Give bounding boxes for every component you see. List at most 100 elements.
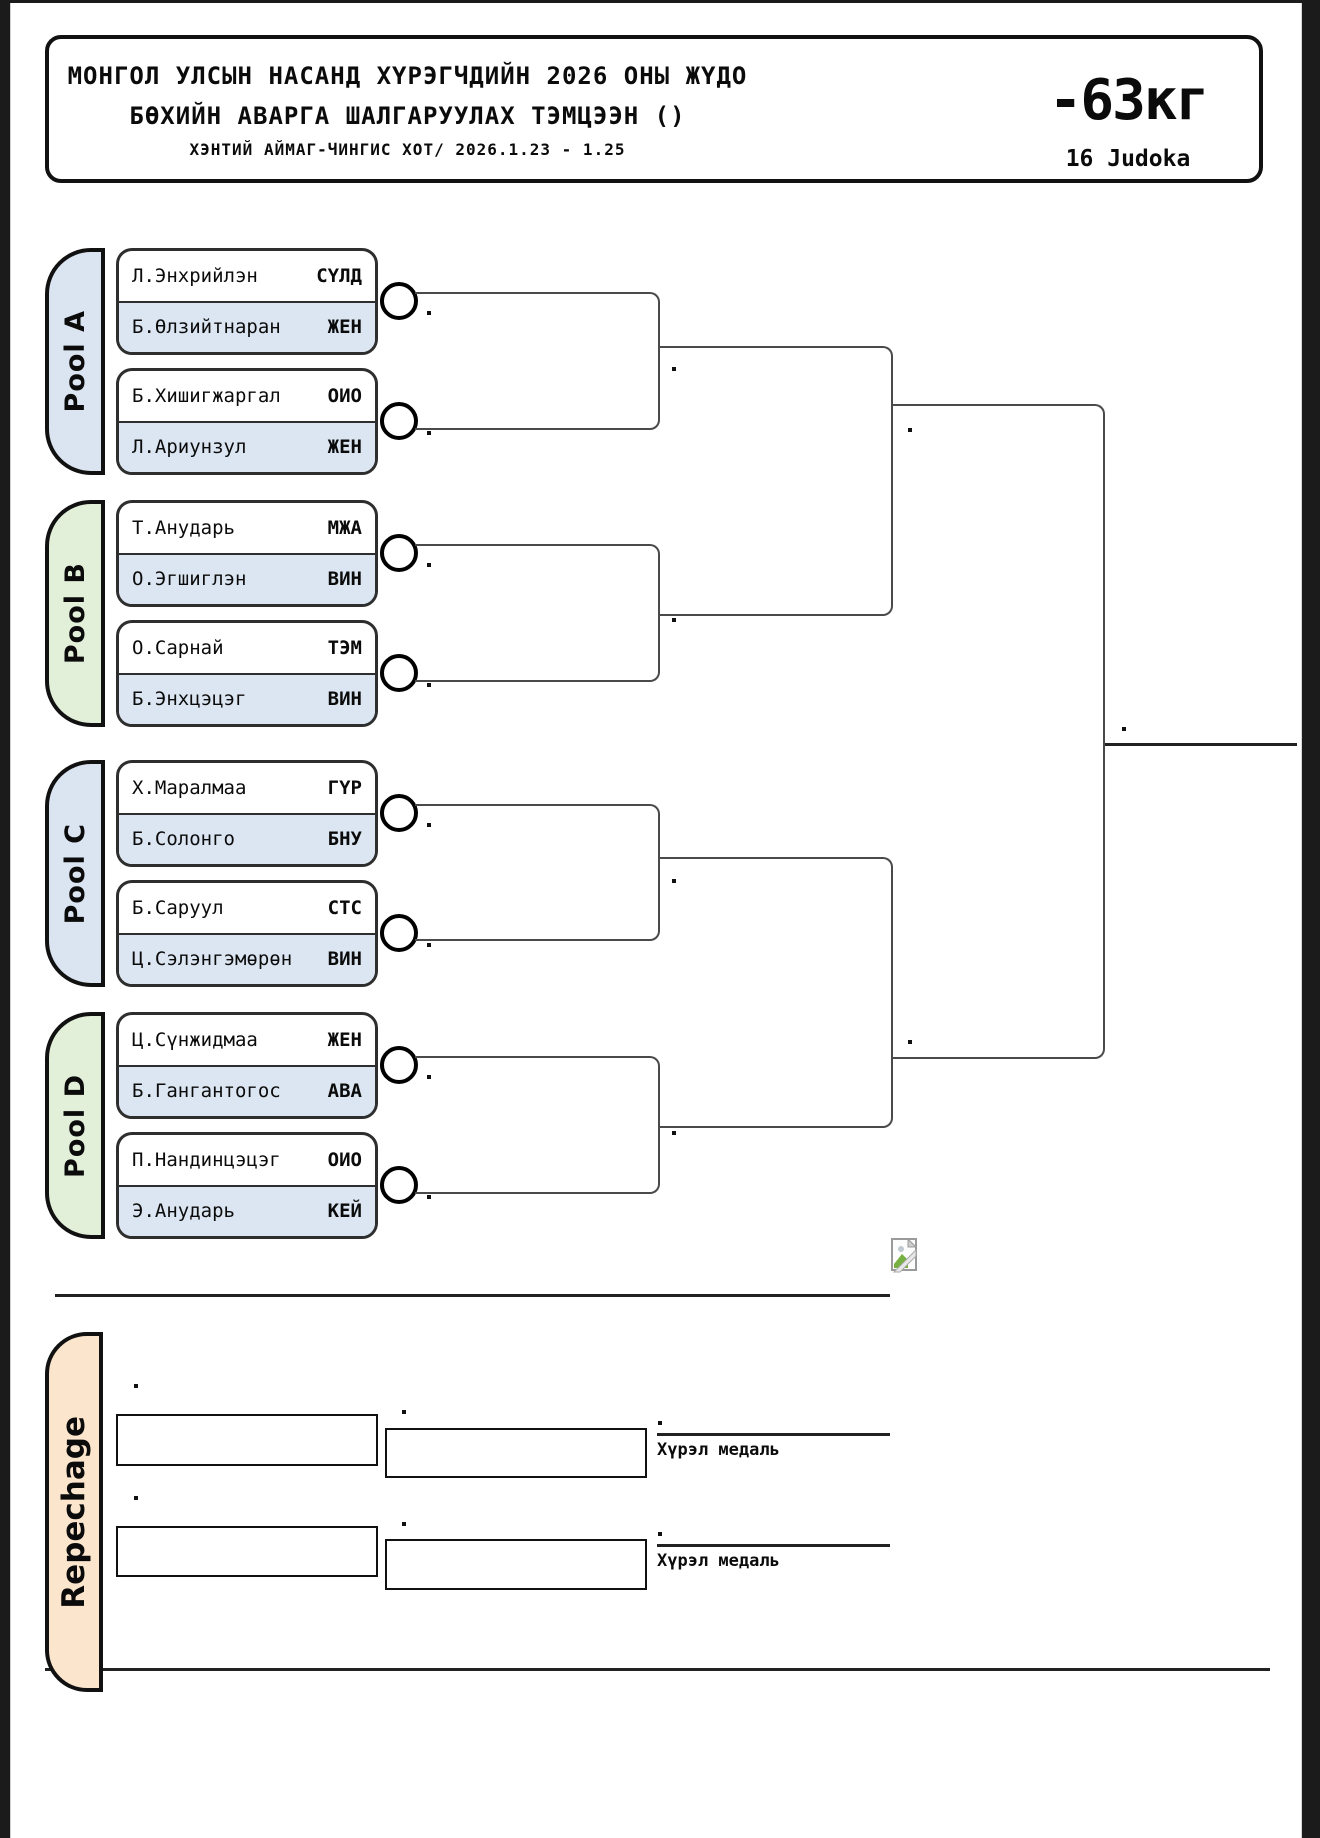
repechage-match-box-1 bbox=[116, 1414, 378, 1466]
athlete-club: ЖЕН bbox=[327, 436, 362, 459]
quarterfinal-connector bbox=[415, 804, 660, 941]
athlete-club: СҮЛД bbox=[316, 264, 362, 287]
placeholder-dot bbox=[658, 1532, 662, 1536]
placeholder-dot bbox=[402, 1410, 406, 1414]
bronze-match-box-2 bbox=[385, 1539, 647, 1590]
athlete-name: Л.Энхрийлэн bbox=[132, 264, 258, 287]
athlete-club: СТС bbox=[327, 896, 362, 919]
match-number-circle bbox=[380, 1046, 418, 1084]
section-divider-bottom bbox=[45, 1668, 1270, 1671]
match-number-circle bbox=[380, 1166, 418, 1204]
athlete-row: Б.Өлзийтнаран ЖЕН bbox=[119, 300, 375, 352]
athlete-row: Б.Хишигжаргал ОИО bbox=[119, 371, 375, 421]
pool-d-label: Pool D bbox=[45, 1012, 105, 1239]
semifinal-connector bbox=[660, 346, 893, 616]
tournament-title-line1: МОНГОЛ УЛСЫН НАСАНД ХҮРЭГЧДИЙН 2026 ОНЫ … bbox=[67, 62, 748, 90]
entry-count: 16 Judoka bbox=[1065, 146, 1191, 172]
athlete-club: КЕЙ bbox=[327, 1200, 362, 1223]
athlete-name: Л.Ариунзул bbox=[132, 436, 247, 459]
placeholder-dot bbox=[427, 1075, 431, 1079]
athlete-name: Ц.Сэлэнгэмөрөн bbox=[132, 948, 293, 971]
athlete-name: О.Эгшиглэн bbox=[132, 568, 247, 591]
final-connector bbox=[893, 404, 1105, 1059]
athlete-club: ОИО bbox=[327, 1148, 362, 1171]
athlete-name: Х.Маралмаа bbox=[132, 776, 247, 799]
placeholder-dot bbox=[427, 311, 431, 315]
athlete-club: ОИО bbox=[327, 384, 362, 407]
match-box-d2: П.Нандинцэцэг ОИО Э.Анударь КЕЙ bbox=[116, 1132, 378, 1239]
athlete-club: ТЭМ bbox=[327, 636, 362, 659]
pool-c-label-text: Pool C bbox=[59, 822, 91, 925]
section-divider-top bbox=[55, 1294, 890, 1297]
repechage-match-box-2 bbox=[116, 1526, 378, 1577]
placeholder-dot bbox=[427, 823, 431, 827]
quarterfinal-connector bbox=[415, 544, 660, 682]
athlete-name: Э.Анударь bbox=[132, 1200, 235, 1223]
repechage-label-text: Repechage bbox=[56, 1415, 92, 1609]
match-box-b1: Т.Анударь МЖА О.Эгшиглэн ВИН bbox=[116, 500, 378, 607]
header-box bbox=[45, 35, 1263, 183]
weight-class: -63кг bbox=[1048, 68, 1210, 133]
match-number-circle bbox=[380, 654, 418, 692]
placeholder-dot bbox=[672, 618, 676, 622]
athlete-name: Б.Солонго bbox=[132, 828, 235, 851]
viewer-top-edge bbox=[0, 0, 1320, 3]
placeholder-dot bbox=[672, 879, 676, 883]
placeholder-dot bbox=[672, 367, 676, 371]
athlete-row: Ц.Сэлэнгэмөрөн ВИН bbox=[119, 932, 375, 984]
athlete-club: ЖЕН bbox=[327, 316, 362, 339]
placeholder-dot bbox=[427, 563, 431, 567]
pool-a-label-text: Pool A bbox=[59, 310, 91, 413]
athlete-club: ГҮР bbox=[327, 776, 362, 799]
athlete-name: Б.Энхцэцэг bbox=[132, 688, 247, 711]
bronze-winner-line-1 bbox=[657, 1433, 890, 1436]
placeholder-dot bbox=[134, 1384, 138, 1388]
athlete-row: Х.Маралмаа ГҮР bbox=[119, 763, 375, 813]
placeholder-dot bbox=[134, 1496, 138, 1500]
pool-c-label: Pool C bbox=[45, 760, 105, 987]
quarterfinal-connector bbox=[415, 292, 660, 430]
match-number-circle bbox=[380, 402, 418, 440]
match-number-circle bbox=[380, 534, 418, 572]
athlete-name: Б.Хишигжаргал bbox=[132, 384, 281, 407]
athlete-name: П.Нандинцэцэг bbox=[132, 1148, 281, 1171]
match-box-a2: Б.Хишигжаргал ОИО Л.Ариунзул ЖЕН bbox=[116, 368, 378, 475]
athlete-row: Э.Анударь КЕЙ bbox=[119, 1184, 375, 1236]
repechage-label: Repechage bbox=[45, 1332, 103, 1692]
final-winner-line bbox=[1105, 743, 1297, 746]
broken-image-icon bbox=[888, 1236, 922, 1274]
athlete-name: Б.Өлзийтнаран bbox=[132, 316, 281, 339]
placeholder-dot bbox=[908, 428, 912, 432]
bronze-match-box-1 bbox=[385, 1428, 647, 1478]
athlete-club: ВИН bbox=[327, 948, 362, 971]
placeholder-dot bbox=[658, 1421, 662, 1425]
match-number-circle bbox=[380, 914, 418, 952]
semifinal-connector bbox=[660, 857, 893, 1128]
tournament-subtitle: ХЭНТИЙ АЙМАГ-ЧИНГИС ХОТ/ 2026.1.23 - 1.2… bbox=[189, 140, 626, 159]
quarterfinal-connector bbox=[415, 1056, 660, 1194]
athlete-row: П.Нандинцэцэг ОИО bbox=[119, 1135, 375, 1185]
athlete-club: ВИН bbox=[327, 568, 362, 591]
athlete-row: Л.Ариунзул ЖЕН bbox=[119, 420, 375, 472]
athlete-club: МЖА bbox=[327, 516, 362, 539]
athlete-name: Т.Анударь bbox=[132, 516, 235, 539]
athlete-name: Ц.Сүнжидмаа bbox=[132, 1028, 258, 1051]
bronze-medal-label-1: Хүрэл медаль bbox=[657, 1440, 780, 1460]
bronze-winner-line-2 bbox=[657, 1544, 890, 1547]
pool-b-label: Pool B bbox=[45, 500, 105, 727]
pool-a-label: Pool A bbox=[45, 248, 105, 475]
placeholder-dot bbox=[427, 943, 431, 947]
placeholder-dot bbox=[672, 1131, 676, 1135]
tournament-title-line2: БӨХИЙН АВАРГА ШАЛГАРУУЛАХ ТЭМЦЭЭН () bbox=[129, 102, 686, 130]
viewer-right-edge bbox=[1301, 0, 1320, 1838]
